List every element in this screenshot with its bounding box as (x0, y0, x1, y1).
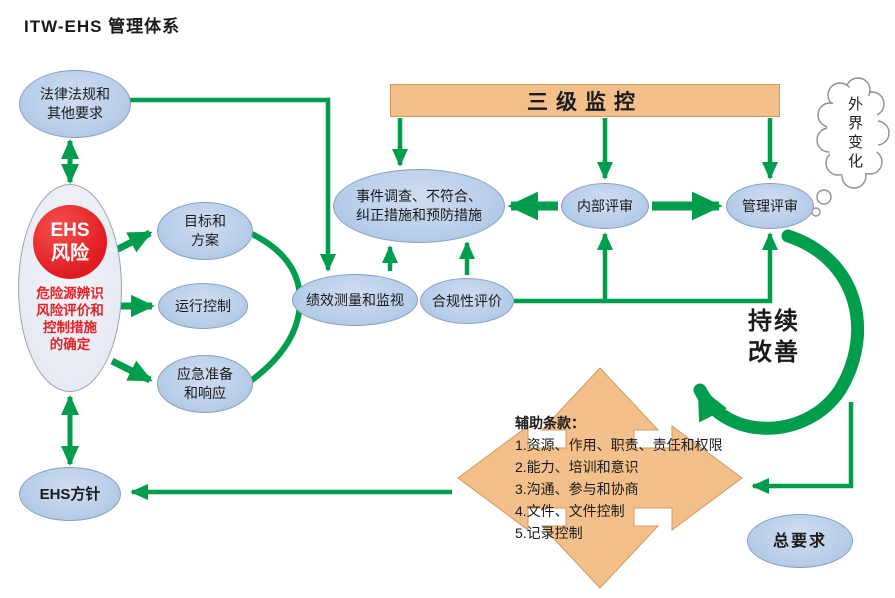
emergency-line1: 应急准备 (177, 366, 233, 382)
node-legal-requirements: 法律法规和 其他要求 (19, 70, 131, 138)
incident-line1: 事件调查、不符合、 (356, 188, 482, 204)
node-internal-review: 内部评审 (561, 183, 649, 229)
risk-desc-line: 的确定 (49, 337, 91, 352)
page-title: ITW-EHS 管理体系 (24, 17, 181, 36)
ehs-risk-badge: EHS 风险 (33, 205, 107, 279)
arrow-risk-emergency (110, 357, 153, 384)
auxiliary-clauses-panel: 辅助条款： 1.资源、作用、职责、责任和权限 2.能力、培训和意识 3.沟通、参… (515, 412, 733, 544)
cloud-icon (811, 77, 890, 217)
arrow-compliance-management (514, 232, 779, 304)
node-incident-investigation: 事件调查、不符合、 纠正措施和预防措施 (333, 169, 505, 243)
continuous-line2: 改善 (748, 339, 800, 366)
risk-badge-line1: EHS (50, 220, 90, 241)
general-requirements-label: 总要求 (772, 532, 827, 550)
node-general-requirements: 总要求 (747, 514, 853, 568)
continuous-line1: 持续 (748, 308, 800, 335)
monitoring-banner: 三级监控 (390, 84, 780, 117)
node-ehs-policy: EHS方针 (19, 467, 121, 521)
risk-desc-line: 控制措施 (43, 320, 97, 335)
continuous-improvement-label: 持续 改善 (736, 306, 812, 368)
auxiliary-item: 5.记录控制 (515, 525, 583, 541)
auxiliary-item: 4.文件、文件控制 (515, 503, 625, 519)
management-review-label: 管理评审 (742, 197, 798, 214)
auxiliary-item: 3.沟通、参与和协商 (515, 481, 639, 497)
auxiliary-title: 辅助条款： (515, 415, 585, 431)
arrow-legal-performance (128, 97, 337, 272)
operational-control-label: 运行控制 (175, 297, 231, 314)
node-objectives-plans: 目标和 方案 (157, 202, 253, 260)
ehs-policy-label: EHS方针 (39, 485, 101, 503)
emergency-line2: 和响应 (184, 385, 226, 401)
brace-to-performance (249, 231, 304, 383)
node-management-review: 管理评审 (726, 183, 814, 229)
node-ehs-risk: EHS 风险 危险源辨识 风险评价和 控制措施 的确定 (18, 184, 122, 392)
risk-badge-line2: 风险 (50, 243, 89, 264)
node-performance-monitoring: 绩效测量和监视 (292, 274, 418, 326)
cloud-bubble-large (816, 189, 832, 205)
legal-line2: 其他要求 (47, 105, 103, 121)
arrow-improvement-auxiliary (751, 402, 854, 495)
ehs-risk-description: 危险源辨识 风险评价和 控制措施 的确定 (36, 285, 104, 353)
incident-line2: 纠正措施和预防措施 (356, 207, 482, 223)
objectives-line2: 方案 (191, 232, 219, 248)
compliance-label: 合规性评价 (432, 292, 502, 309)
performance-label: 绩效测量和监视 (306, 291, 404, 308)
legal-line1: 法律法规和 (40, 86, 110, 102)
internal-review-label: 内部评审 (577, 197, 633, 214)
auxiliary-item: 2.能力、培训和意识 (515, 459, 639, 475)
risk-desc-line: 危险源辨识 (36, 286, 104, 301)
node-operational-control: 运行控制 (158, 283, 248, 329)
external-change-label: 外界变化 (846, 96, 863, 172)
node-emergency-preparedness: 应急准备 和响应 (157, 355, 253, 413)
objectives-line1: 目标和 (184, 213, 226, 229)
monitoring-label: 三级监控 (527, 90, 643, 114)
node-compliance-evaluation: 合规性评价 (420, 278, 514, 324)
continuous-improvement-swoosh (693, 229, 865, 435)
auxiliary-diamond-shape (457, 367, 743, 589)
auxiliary-item: 1.资源、作用、职责、责任和权限 (515, 437, 723, 453)
risk-desc-line: 风险评价和 (36, 303, 104, 318)
